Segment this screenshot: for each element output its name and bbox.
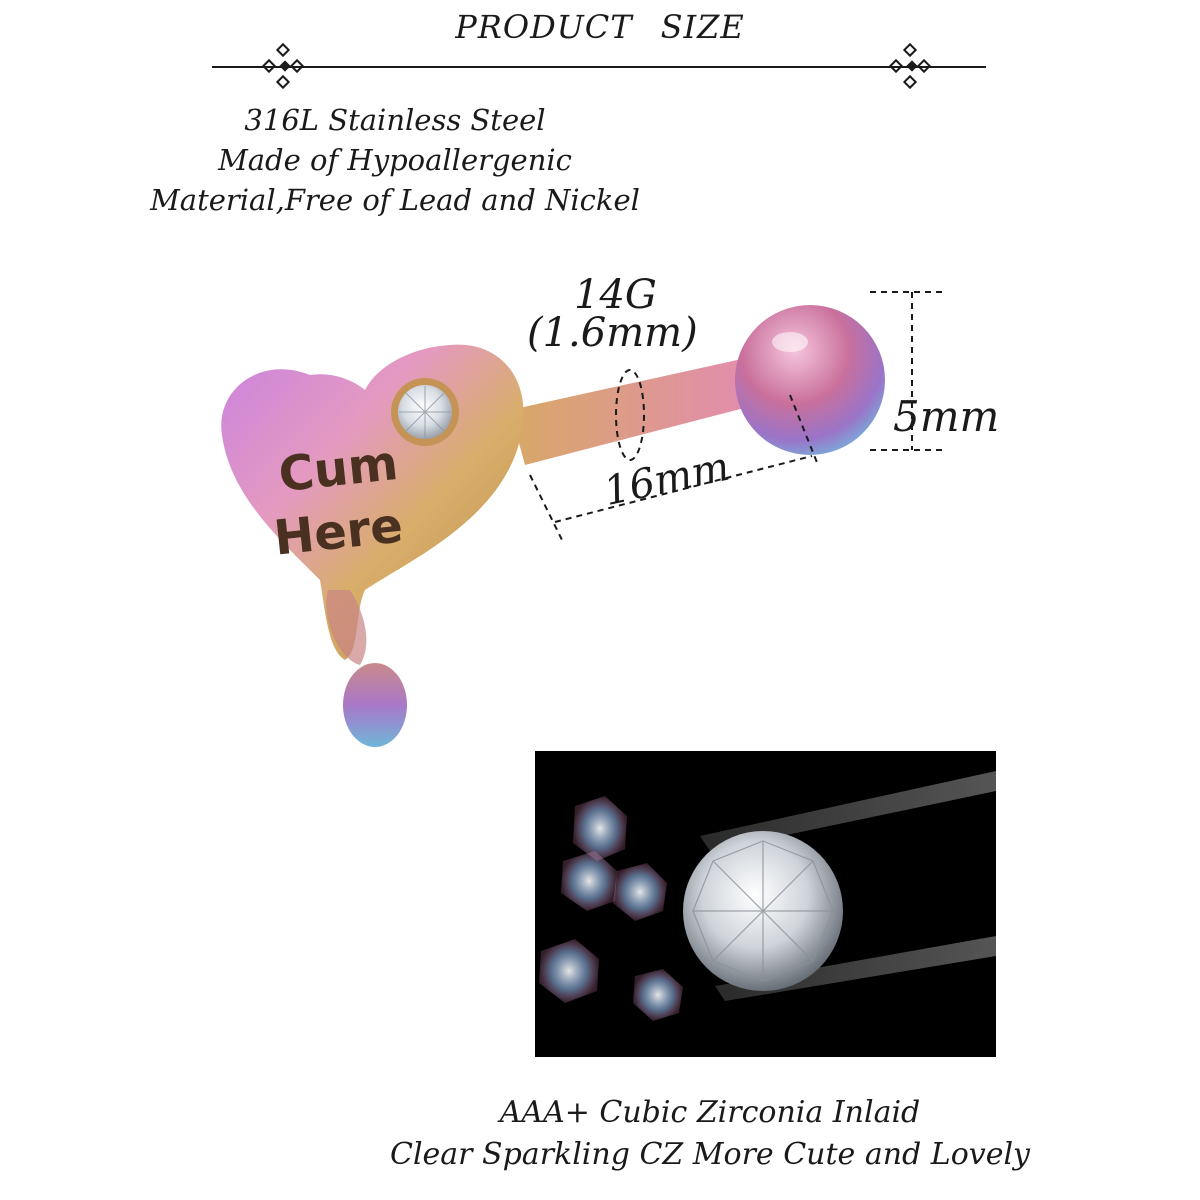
- engraving-line-1: Cum: [276, 435, 401, 503]
- caption-line: Clear Sparkling CZ More Cute and Lovely: [389, 1137, 1031, 1172]
- gauge-label: 14G: [574, 272, 657, 318]
- description-line: Material,Free of Lead and Nickel: [150, 183, 640, 217]
- drip-ball: [343, 663, 407, 747]
- length-dimension-line: [554, 455, 813, 523]
- barbell-shaft: [510, 355, 775, 465]
- gauge-indicator: [615, 369, 645, 461]
- ball-size-label: 5mm: [893, 392, 1000, 441]
- title-product: PRODUCT: [455, 8, 633, 46]
- title-size: SIZE: [660, 8, 745, 46]
- ornament-right-icon: [888, 42, 932, 90]
- material-description: 316L Stainless Steel Made of Hypoallerge…: [100, 100, 690, 220]
- engraving-line-2: Here: [271, 498, 405, 567]
- ornament-left-icon: [261, 42, 305, 90]
- description-line: 316L Stainless Steel: [244, 103, 546, 137]
- header-divider: [212, 66, 986, 68]
- caption-line: AAA+ Cubic Zirconia Inlaid: [499, 1095, 921, 1130]
- zirconia-photo: [535, 751, 996, 1057]
- description-line: Made of Hypoallergenic: [218, 143, 572, 177]
- barbell-illustration: Cum Here: [221, 291, 942, 747]
- page-title: PRODUCT SIZE: [0, 8, 1200, 46]
- top-ball: [735, 305, 885, 455]
- gauge-mm-label: (1.6mm): [527, 310, 698, 356]
- zirconia-caption: AAA+ Cubic Zirconia Inlaid Clear Sparkli…: [300, 1092, 1120, 1176]
